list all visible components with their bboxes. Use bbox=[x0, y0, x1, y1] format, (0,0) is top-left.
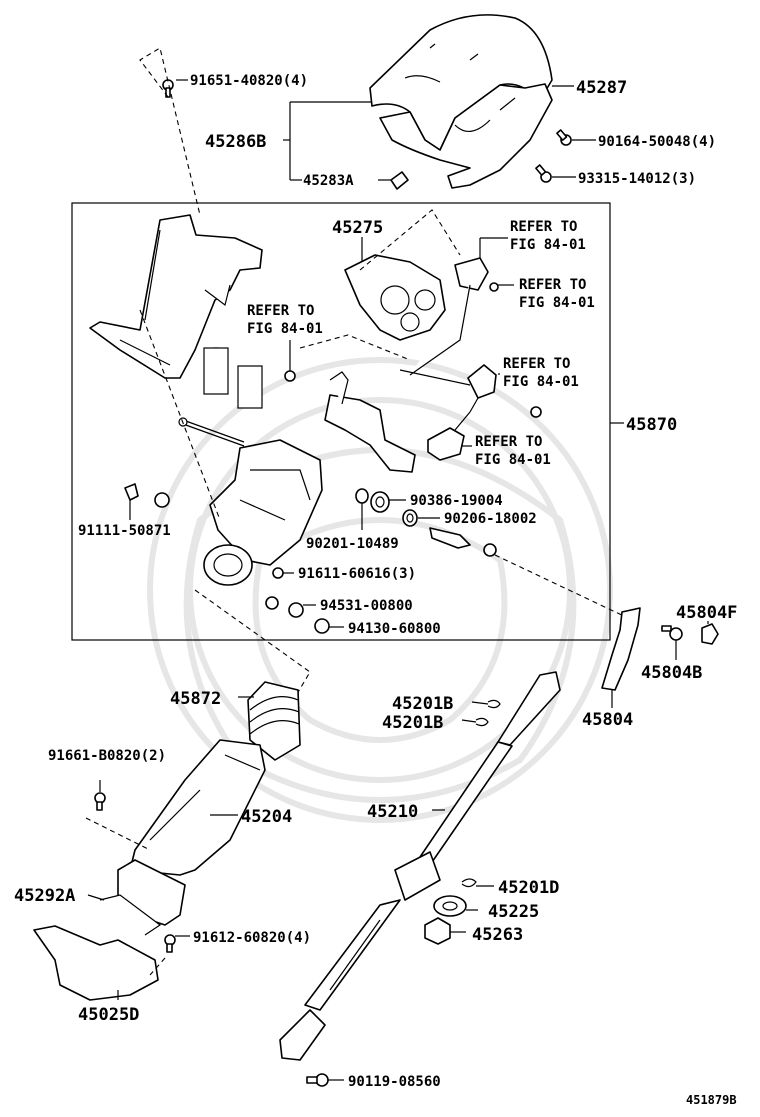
part-45804F-cap bbox=[701, 623, 719, 645]
part-90201-10489 bbox=[355, 488, 369, 504]
part-91111-50871 bbox=[124, 483, 139, 501]
part-springs bbox=[203, 347, 263, 409]
label-45804B: 45804B bbox=[641, 663, 702, 683]
label-91612-60820: 91612-60820(4) bbox=[193, 930, 311, 946]
part-94531-00800 bbox=[265, 596, 304, 618]
label-45286B: 45286B bbox=[205, 132, 266, 152]
label-ref4-line2: FIG 84-01 bbox=[503, 374, 579, 390]
screw-ref-b bbox=[489, 282, 499, 292]
label-45804F: 45804F bbox=[676, 603, 737, 623]
label-ref1-line1: REFER TO bbox=[510, 219, 577, 235]
label-ref1-line2: FIG 84-01 bbox=[510, 237, 586, 253]
label-90119-08560: 90119-08560 bbox=[348, 1074, 441, 1090]
label-45263: 45263 bbox=[472, 925, 523, 945]
part-ref-connector bbox=[427, 411, 471, 461]
part-ref-lever bbox=[399, 364, 497, 413]
label-90201-10489: 90201-10489 bbox=[306, 536, 399, 552]
part-45286B-lower-cover bbox=[379, 83, 553, 189]
part-45283A-pad bbox=[390, 171, 409, 190]
assembly-45870-box bbox=[71, 202, 611, 641]
part-nut-left bbox=[154, 492, 170, 508]
label-ref3-line2: FIG 84-01 bbox=[247, 321, 323, 337]
part-45204-lower-tube bbox=[129, 739, 266, 876]
part-90206-18002 bbox=[402, 509, 418, 527]
part-91612-60820 bbox=[164, 934, 176, 953]
label-ref2-line2: FIG 84-01 bbox=[519, 295, 595, 311]
label-45283A: 45283A bbox=[303, 173, 354, 189]
part-45025D-bracket bbox=[33, 925, 159, 1001]
label-94130-60800: 94130-60800 bbox=[348, 621, 441, 637]
label-ref4-line1: REFER TO bbox=[503, 356, 570, 372]
label-45025D: 45025D bbox=[78, 1005, 139, 1025]
screw-ref-d bbox=[530, 406, 542, 418]
label-93315-14012: 93315-14012(3) bbox=[578, 171, 696, 187]
label-90386-19004: 90386-19004 bbox=[410, 493, 503, 509]
label-45201B-b: 45201B bbox=[382, 713, 443, 733]
part-main-column-bracket bbox=[203, 439, 323, 586]
label-45201B-a: 45201B bbox=[392, 694, 453, 714]
part-45263-nut bbox=[424, 917, 451, 945]
part-ref-bracket-a bbox=[409, 257, 489, 376]
part-45201D-clip bbox=[461, 878, 477, 888]
label-91111-50871: 91111-50871 bbox=[78, 523, 171, 539]
part-long-bolt bbox=[178, 417, 245, 447]
label-45201D: 45201D bbox=[498, 878, 559, 898]
label-45204: 45204 bbox=[241, 807, 292, 827]
figure-code: 451879B bbox=[686, 1093, 737, 1107]
screw-93315-14012 bbox=[535, 164, 552, 183]
part-45804B-bolt bbox=[661, 625, 683, 641]
part-94130-60800 bbox=[314, 618, 330, 634]
label-90206-18002: 90206-18002 bbox=[444, 511, 537, 527]
part-45225-bushing bbox=[433, 895, 467, 917]
label-45287: 45287 bbox=[576, 78, 627, 98]
label-91661-B0820: 91661-B0820(2) bbox=[48, 748, 166, 764]
part-91611-60616 bbox=[272, 567, 284, 579]
screw-90164-50048 bbox=[556, 129, 572, 146]
part-45210-shaft bbox=[279, 671, 561, 1061]
label-90164-50048: 90164-50048(4) bbox=[598, 134, 716, 150]
part-45804-arm bbox=[601, 607, 641, 691]
part-45201B-clips bbox=[475, 699, 501, 727]
screw-ref-c bbox=[284, 340, 296, 382]
part-clip bbox=[483, 543, 497, 557]
part-45872-boot bbox=[247, 681, 301, 761]
label-45872: 45872 bbox=[170, 689, 221, 709]
part-45292A-flange bbox=[99, 859, 186, 936]
label-45870: 45870 bbox=[626, 415, 677, 435]
label-45804: 45804 bbox=[582, 710, 633, 730]
part-90119-08560-bolt bbox=[306, 1073, 329, 1087]
label-91651-40820: 91651-40820(4) bbox=[190, 73, 308, 89]
label-45292A: 45292A bbox=[14, 886, 75, 906]
label-ref5-line1: REFER TO bbox=[475, 434, 542, 450]
label-94531-00800: 94531-00800 bbox=[320, 598, 413, 614]
label-ref5-line2: FIG 84-01 bbox=[475, 452, 551, 468]
part-tilt-lever bbox=[324, 371, 416, 473]
part-45275-lock-housing bbox=[344, 254, 446, 341]
label-45210: 45210 bbox=[367, 802, 418, 822]
label-ref3-line1: REFER TO bbox=[247, 303, 314, 319]
part-pin bbox=[429, 527, 471, 549]
label-45275: 45275 bbox=[332, 218, 383, 238]
label-45225: 45225 bbox=[488, 902, 539, 922]
label-ref2-line1: REFER TO bbox=[519, 277, 586, 293]
part-90386-19004 bbox=[370, 491, 390, 513]
part-91661-B0820 bbox=[94, 792, 106, 811]
label-91611-60616: 91611-60616(3) bbox=[298, 566, 416, 582]
part-column-bracket bbox=[89, 214, 263, 379]
